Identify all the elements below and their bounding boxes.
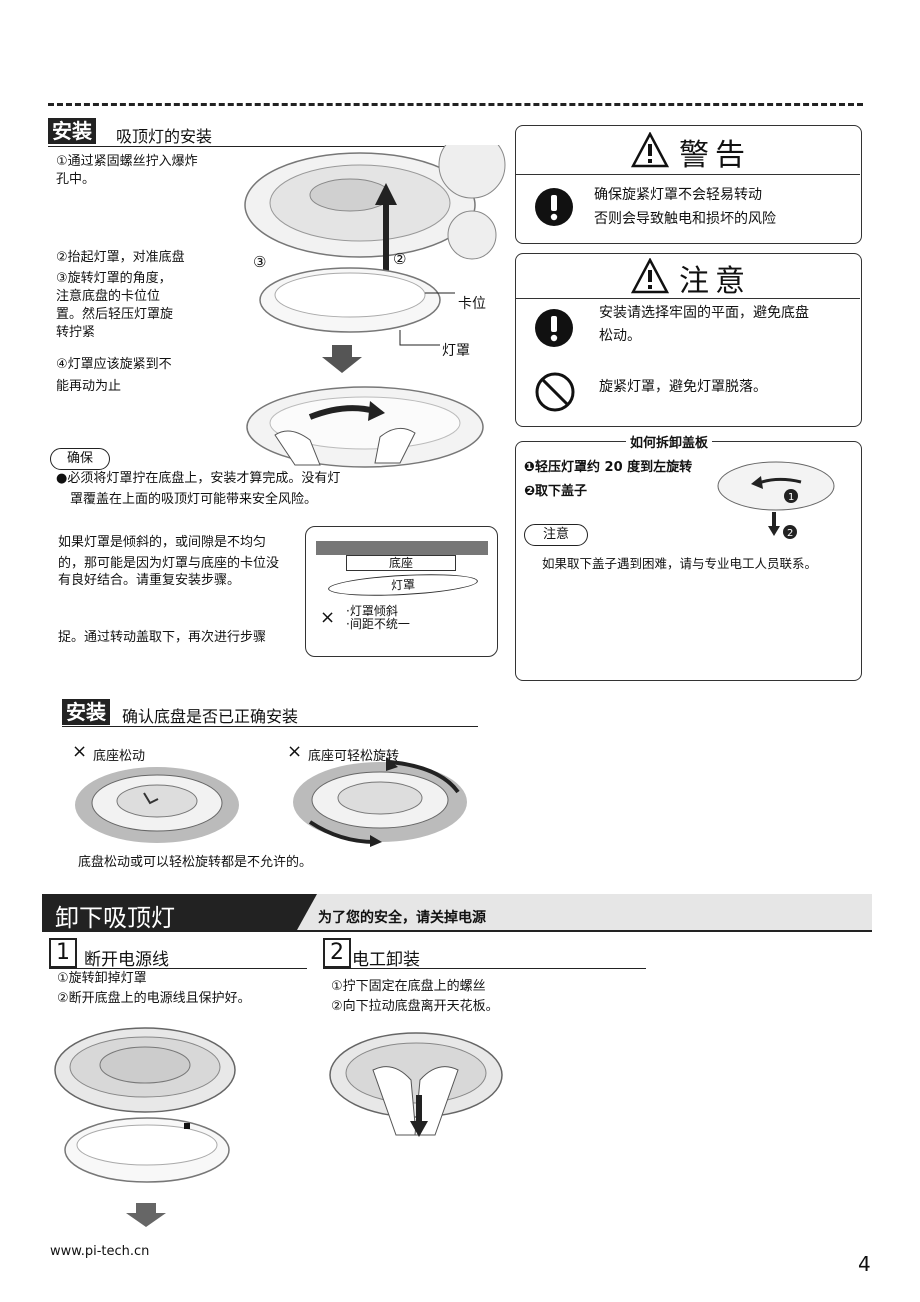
prohibited-icon bbox=[535, 372, 575, 412]
remove-step-1: ❶轻压灯罩约 20 度到左旋转 bbox=[524, 460, 693, 475]
exclamation-icon bbox=[535, 309, 573, 347]
x-mark-left: × bbox=[72, 741, 88, 762]
step2-sub-2: ②向下拉动底盘离开天花板。 bbox=[331, 999, 499, 1014]
step2-illustration bbox=[329, 1032, 503, 1137]
install-tag: 安装 bbox=[48, 118, 96, 144]
warning-title: 警告 bbox=[679, 138, 751, 173]
warning-triangle-icon bbox=[631, 132, 669, 168]
tilt-note-1: ·灯罩倾斜 bbox=[346, 604, 398, 618]
uninstall-header-slant bbox=[297, 894, 317, 930]
x-mark-right: × bbox=[287, 741, 303, 762]
install2-underline bbox=[62, 726, 478, 727]
uninstall-header-dark bbox=[42, 894, 297, 930]
warning-line-1: 确保旋紧灯罩不会轻易转动 bbox=[594, 187, 762, 203]
tilt-note-2: ·间距不统一 bbox=[346, 617, 410, 631]
uninstall-subheader: 为了您的安全，请关掉电源 bbox=[318, 910, 486, 926]
callout-3: ③ bbox=[253, 253, 267, 271]
svg-text:1: 1 bbox=[788, 492, 794, 503]
x-mark: × bbox=[320, 607, 336, 628]
install-title: 吸顶灯的安装 bbox=[116, 127, 213, 146]
step1-sub-1: ①旋转卸掉灯罩 bbox=[57, 971, 147, 986]
tilt-text-3: 有良好结合。请重复安装步骤。 bbox=[58, 573, 241, 588]
install-step-2: ②抬起灯罩，对准底盘 bbox=[56, 250, 185, 265]
cover-ellipse: 灯罩 bbox=[327, 571, 479, 599]
step1-title: 断开电源线 bbox=[84, 950, 169, 970]
label-dengzhao: 灯罩 bbox=[442, 343, 470, 359]
remove-cover-illustration: 1 2 bbox=[717, 461, 835, 539]
top-dashed-divider bbox=[48, 103, 863, 106]
catch-text: 捉。通过转动盖取下，再次进行步骤 bbox=[58, 630, 267, 645]
step2-underline bbox=[323, 968, 646, 969]
install2-tag: 安装 bbox=[62, 699, 110, 725]
install-step-4a: ④灯罩应该旋紧到不 bbox=[56, 357, 172, 372]
install2-bottom-text: 底盘松动或可以轻松旋转都是不允许的。 bbox=[78, 855, 313, 870]
install-step-4b: 能再动为止 bbox=[56, 379, 122, 394]
uninstall-header-title: 卸下吸顶灯 bbox=[55, 904, 175, 932]
remove-cover-panel: 如何拆卸盖板 ❶轻压灯罩约 20 度到左旋转 ❷取下盖子 1 2 注意 如果取下… bbox=[515, 432, 862, 681]
caution-divider bbox=[516, 298, 860, 299]
page-number: 4 bbox=[858, 1252, 871, 1276]
step2-title: 电工卸装 bbox=[352, 950, 420, 970]
step2-sub-1: ①拧下固定在底盘上的螺丝 bbox=[331, 979, 486, 994]
loose-base-illustration bbox=[75, 767, 239, 843]
remove-note-text: 如果取下盖子遇到困难，请与专业电工人员联系。 bbox=[542, 556, 818, 571]
caution-line-1: 安装请选择牢固的平面，避免底盘 bbox=[599, 305, 809, 321]
tilt-diagram: 底座 灯罩 × ·灯罩倾斜 ·间距不统一 bbox=[305, 526, 498, 657]
caution-triangle-icon bbox=[631, 258, 669, 294]
uninstall-underline bbox=[42, 930, 872, 932]
loose-base-label: 底座松动 bbox=[93, 749, 146, 764]
tilt-text-1: 如果灯罩是倾斜的，或间隙是不均匀 bbox=[58, 535, 267, 550]
warning-panel: 警告 确保旋紧灯罩不会轻易转动 否则会导致触电和损坏的风险 bbox=[515, 125, 862, 244]
caution-title: 注意 bbox=[679, 264, 751, 299]
install-illustration bbox=[244, 145, 506, 468]
remove-note-badge: 注意 bbox=[524, 524, 588, 546]
remove-cover-title: 如何拆卸盖板 bbox=[626, 432, 713, 451]
step1-number: 1 bbox=[49, 938, 77, 968]
exclamation-icon bbox=[535, 188, 573, 226]
install-underline bbox=[48, 146, 498, 147]
svg-text:2: 2 bbox=[787, 528, 793, 539]
step1-sub-2: ②断开底盘上的电源线且保护好。 bbox=[57, 991, 251, 1006]
warning-line-2: 否则会导致触电和损坏的风险 bbox=[594, 211, 776, 227]
caution-panel: 注意 安装请选择牢固的平面，避免底盘 松动。 旋紧灯罩，避免灯罩脱落。 bbox=[515, 253, 862, 427]
install-step-3: ③旋转灯罩的角度，注意底盘的卡位位置。然后轻压灯罩旋转拧紧 bbox=[56, 271, 174, 340]
tilt-text-2: 的，那可能是因为灯罩与底座的卡位没 bbox=[58, 556, 280, 571]
step1-underline bbox=[49, 968, 307, 969]
step2-number: 2 bbox=[323, 938, 351, 968]
warning-divider bbox=[516, 174, 860, 175]
footer-url[interactable]: www.pi-tech.cn bbox=[50, 1244, 150, 1259]
install2-title: 确认底盘是否已正确安装 bbox=[122, 707, 299, 726]
rotating-base-illustration bbox=[293, 757, 467, 847]
ensure-text-1: ●必须将灯罩拧在底盘上，安装才算完成。没有灯 bbox=[56, 471, 341, 486]
rotating-base-label: 底座可轻松旋转 bbox=[308, 749, 400, 764]
caution-line-3: 旋紧灯罩，避免灯罩脱落。 bbox=[599, 379, 767, 395]
label-kawei: 卡位 bbox=[458, 296, 486, 312]
callout-2: ② bbox=[393, 250, 407, 268]
step1-illustration bbox=[54, 1027, 236, 1227]
remove-step-2: ❷取下盖子 bbox=[524, 484, 588, 499]
base-box: 底座 bbox=[346, 555, 456, 571]
ensure-text-2: 罩覆盖在上面的吸顶灯可能带来安全风险。 bbox=[70, 492, 318, 507]
caution-line-2: 松动。 bbox=[599, 328, 641, 344]
ceiling-bar bbox=[316, 541, 488, 555]
install-step-1: ①通过紧固螺丝拧入爆炸孔中。 bbox=[56, 154, 198, 187]
ensure-badge: 确保 bbox=[50, 448, 110, 470]
